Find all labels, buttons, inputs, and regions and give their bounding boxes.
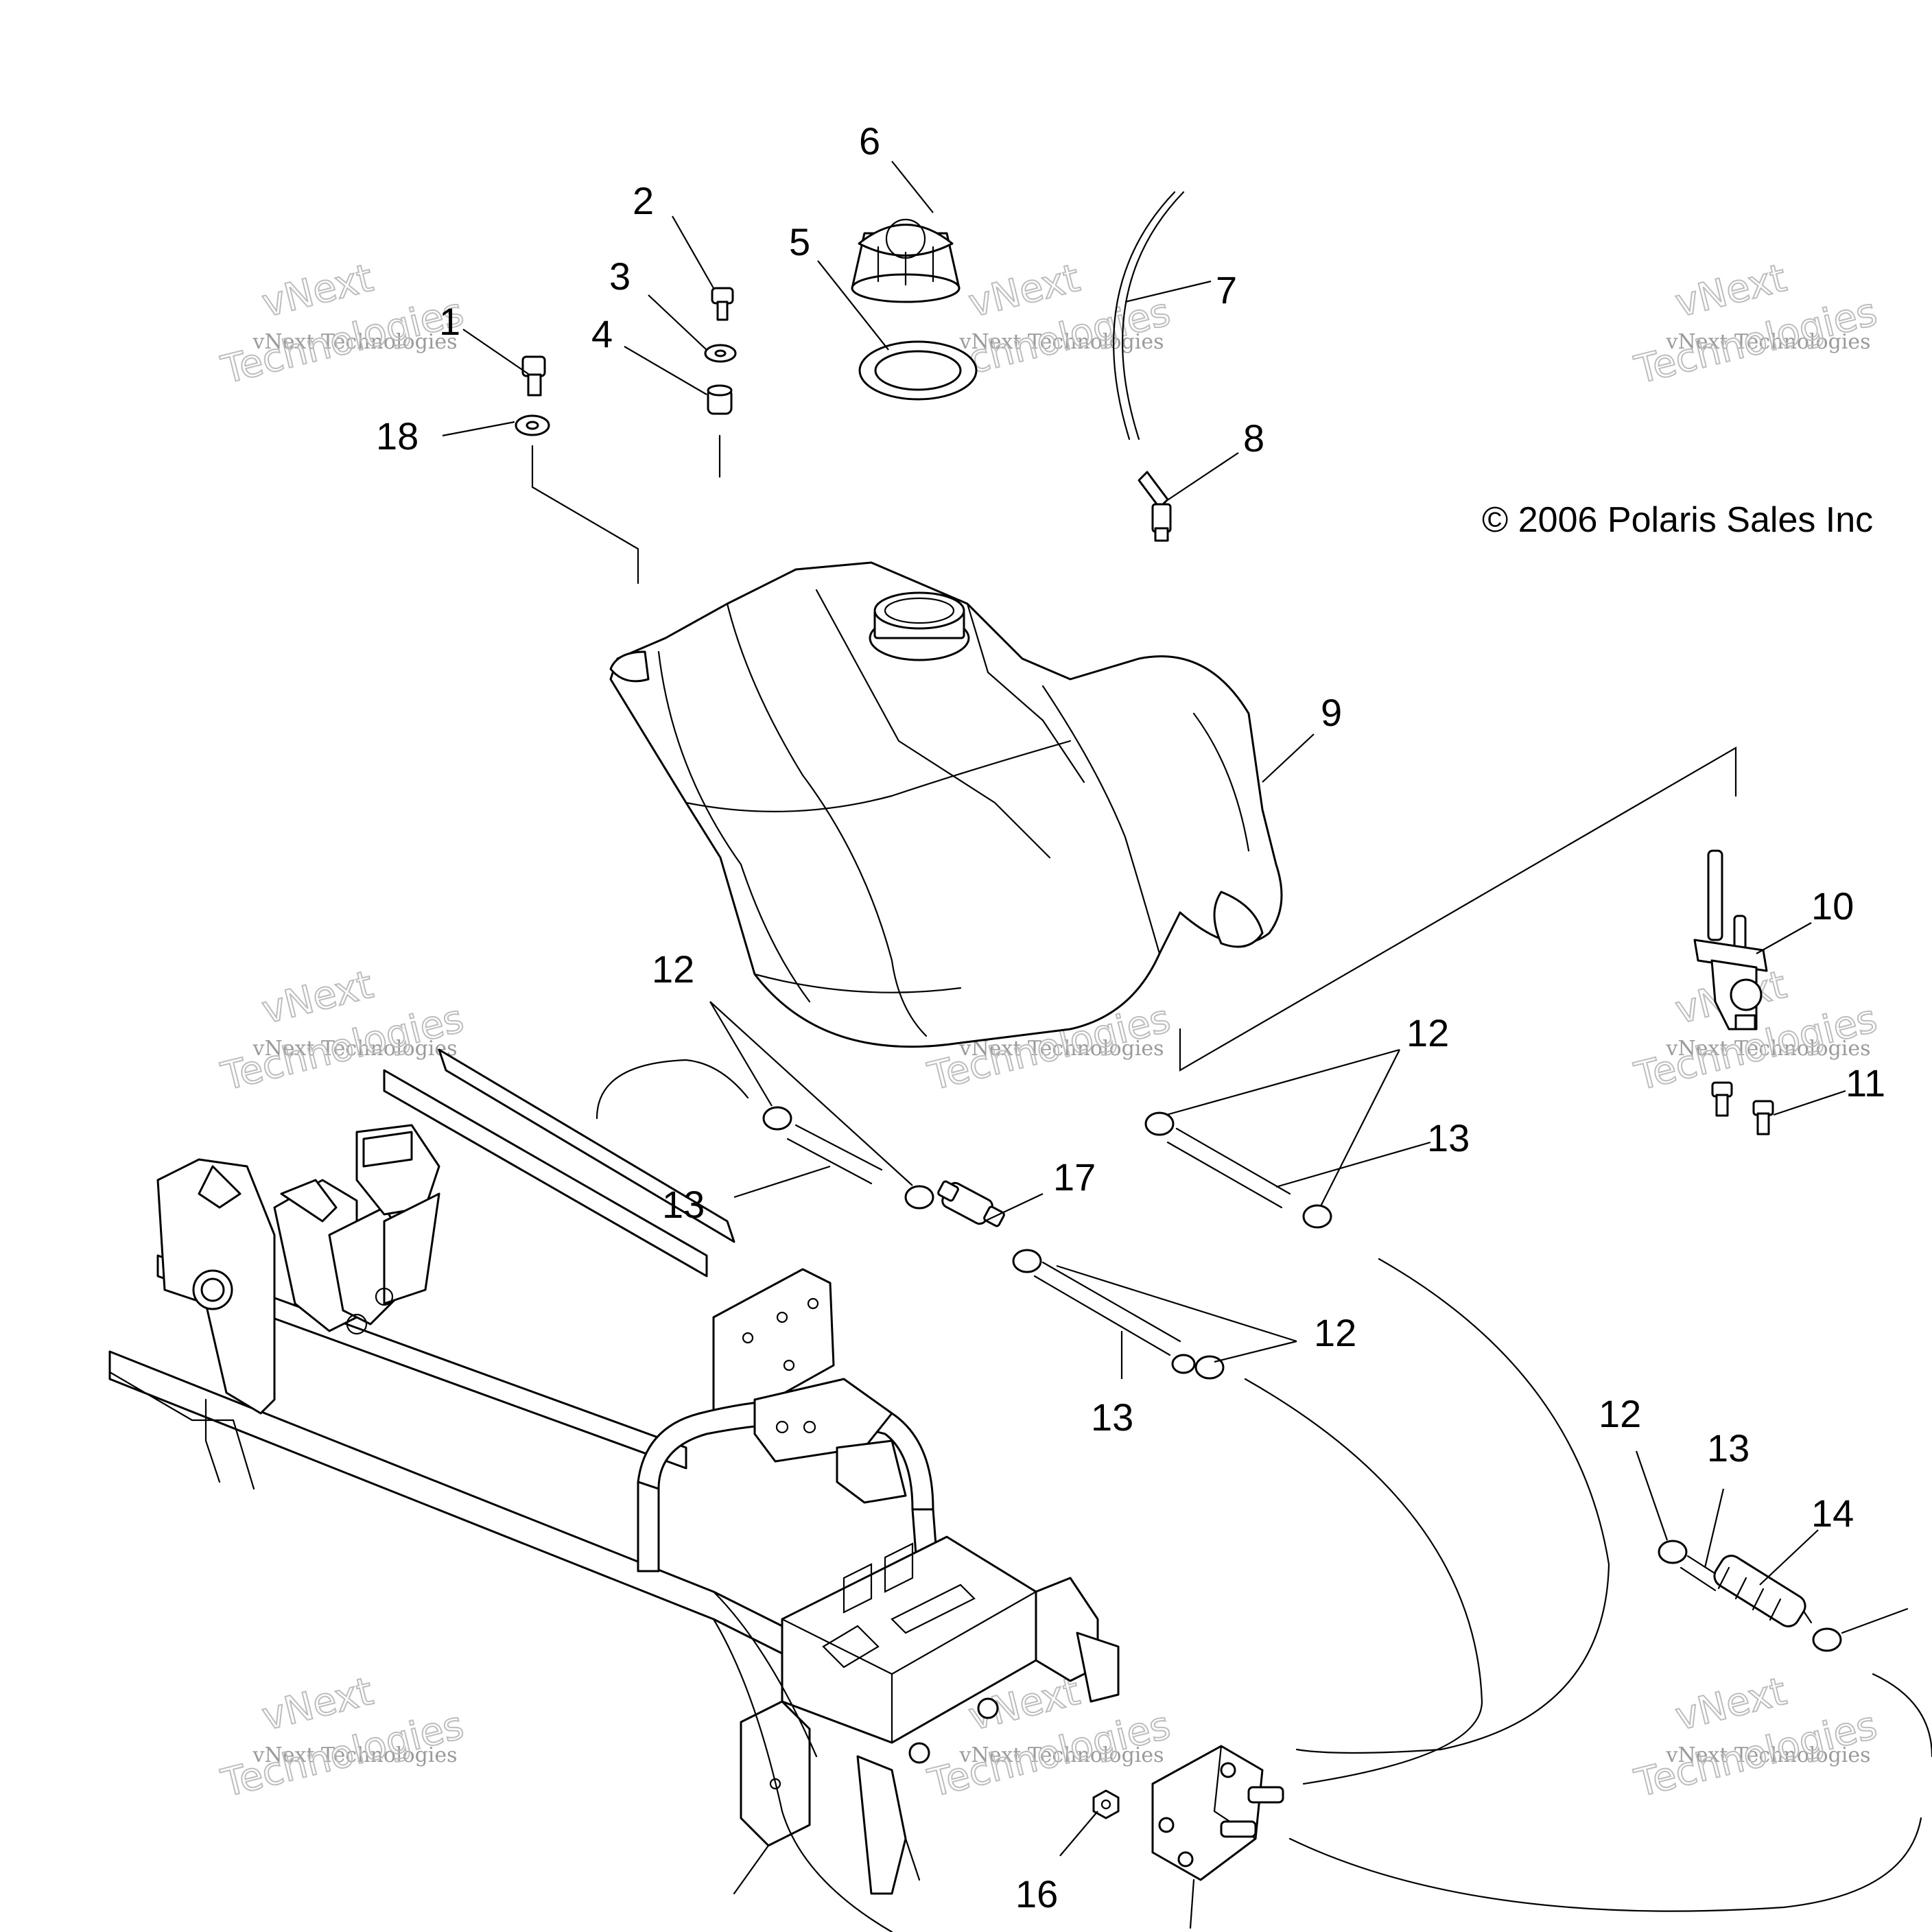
svg-text:vNext Technologies: vNext Technologies <box>252 1037 458 1061</box>
fuel-line <box>1244 1378 1483 1785</box>
leader-line <box>1179 746 1737 1072</box>
leader-line <box>531 445 639 585</box>
fuel-line <box>596 1059 749 1120</box>
part-17-fuel-filter <box>937 1180 1005 1227</box>
callout-12: 12 <box>1314 1311 1356 1354</box>
part-12-clamp <box>1012 1249 1042 1273</box>
fuel-line <box>1295 1258 1610 1754</box>
part-1-bolt <box>521 355 546 397</box>
leader-lines <box>442 161 1846 1857</box>
svg-text:vNext Technologies: vNext Technologies <box>1666 330 1871 354</box>
callout-12: 12 <box>1599 1392 1641 1435</box>
svg-text:vNext Technologies: vNext Technologies <box>1666 1037 1871 1061</box>
watermark: vNext vNext Technologies Technologies <box>1629 1669 1882 1807</box>
watermark: vNext vNext Technologies Technologies <box>1629 255 1882 394</box>
callout-3: 3 <box>609 255 631 298</box>
callout-7: 7 <box>1216 268 1237 311</box>
callout-13: 13 <box>662 1183 705 1226</box>
svg-text:vNext Technologies: vNext Technologies <box>252 330 458 354</box>
callout-13: 13 <box>1707 1426 1750 1470</box>
callout-10: 10 <box>1811 884 1854 928</box>
svg-text:vNext Technologies: vNext Technologies <box>959 330 1164 354</box>
part-12-clamp <box>1658 1540 1688 1564</box>
part-12-clamp <box>1812 1627 1842 1652</box>
part-16-nut <box>1092 1789 1120 1819</box>
fuel-pump <box>1151 1745 1284 1929</box>
part-12-clamp <box>762 1106 792 1131</box>
part-14-hose-sleeve <box>1713 1555 1806 1627</box>
part-12-clamp <box>1302 1204 1332 1229</box>
part-8-vent-fitting <box>1138 471 1172 542</box>
callout-6: 6 <box>859 119 880 163</box>
callout-5: 5 <box>789 220 810 263</box>
part-13-hose <box>1175 1127 1291 1195</box>
part-9-fuel-tank <box>609 561 1283 1048</box>
callout-2: 2 <box>633 179 654 222</box>
callout-8: 8 <box>1243 416 1264 460</box>
svg-text:vNext Technologies: vNext Technologies <box>959 1037 1164 1061</box>
callout-17: 17 <box>1053 1155 1096 1199</box>
part-3-washer <box>704 344 737 363</box>
svg-text:vNext Technologies: vNext Technologies <box>252 1743 458 1767</box>
part-5-cap-gasket <box>858 340 978 401</box>
callout-12: 12 <box>1406 1011 1449 1055</box>
callout-11: 11 <box>1846 1061 1885 1105</box>
callout-14: 14 <box>1811 1492 1854 1535</box>
callout-13: 13 <box>1091 1395 1133 1439</box>
svg-text:vNext Technologies: vNext Technologies <box>1666 1743 1871 1767</box>
callout-18: 18 <box>376 414 419 458</box>
part-13-hose <box>1041 1261 1181 1343</box>
callouts: 1 2 3 4 5 6 7 8 9 10 11 12 12 12 12 13 1… <box>376 119 1885 1916</box>
part-4-spacer <box>707 384 733 415</box>
part-12-clamp <box>1144 1111 1175 1136</box>
copyright-notice: © 2006 Polaris Sales Inc <box>1482 500 1873 540</box>
fuel-line <box>1841 1607 1909 1634</box>
watermark: vNext vNext Technologies Technologies <box>216 962 469 1100</box>
svg-text:vNext Technologies: vNext Technologies <box>959 1743 1164 1767</box>
part-2-bolt <box>711 287 734 321</box>
part-13-hose <box>794 1124 883 1171</box>
part-6-fuel-cap <box>851 218 961 303</box>
part-11-screw <box>1752 1100 1774 1135</box>
vehicle-frame <box>108 1048 1120 1932</box>
fuel-line <box>1872 1673 1932 1758</box>
fuel-line <box>1288 1817 1922 1912</box>
part-18-washer <box>515 414 550 436</box>
callout-4: 4 <box>591 312 613 355</box>
callout-1: 1 <box>439 300 460 343</box>
watermark: vNext vNext Technologies Technologies <box>216 1669 469 1807</box>
part-10-fuel-valve <box>1693 849 1768 1030</box>
callout-9: 9 <box>1321 691 1342 734</box>
part-11-screw <box>1711 1081 1733 1117</box>
part-12-clamp <box>1171 1354 1196 1374</box>
callout-12: 12 <box>652 947 694 991</box>
callout-16: 16 <box>1015 1872 1058 1916</box>
part-12-clamp <box>904 1185 934 1210</box>
watermark: vNext vNext Technologies Technologies <box>216 255 469 394</box>
part-12-clamp <box>1194 1355 1225 1380</box>
callout-13: 13 <box>1427 1116 1470 1159</box>
